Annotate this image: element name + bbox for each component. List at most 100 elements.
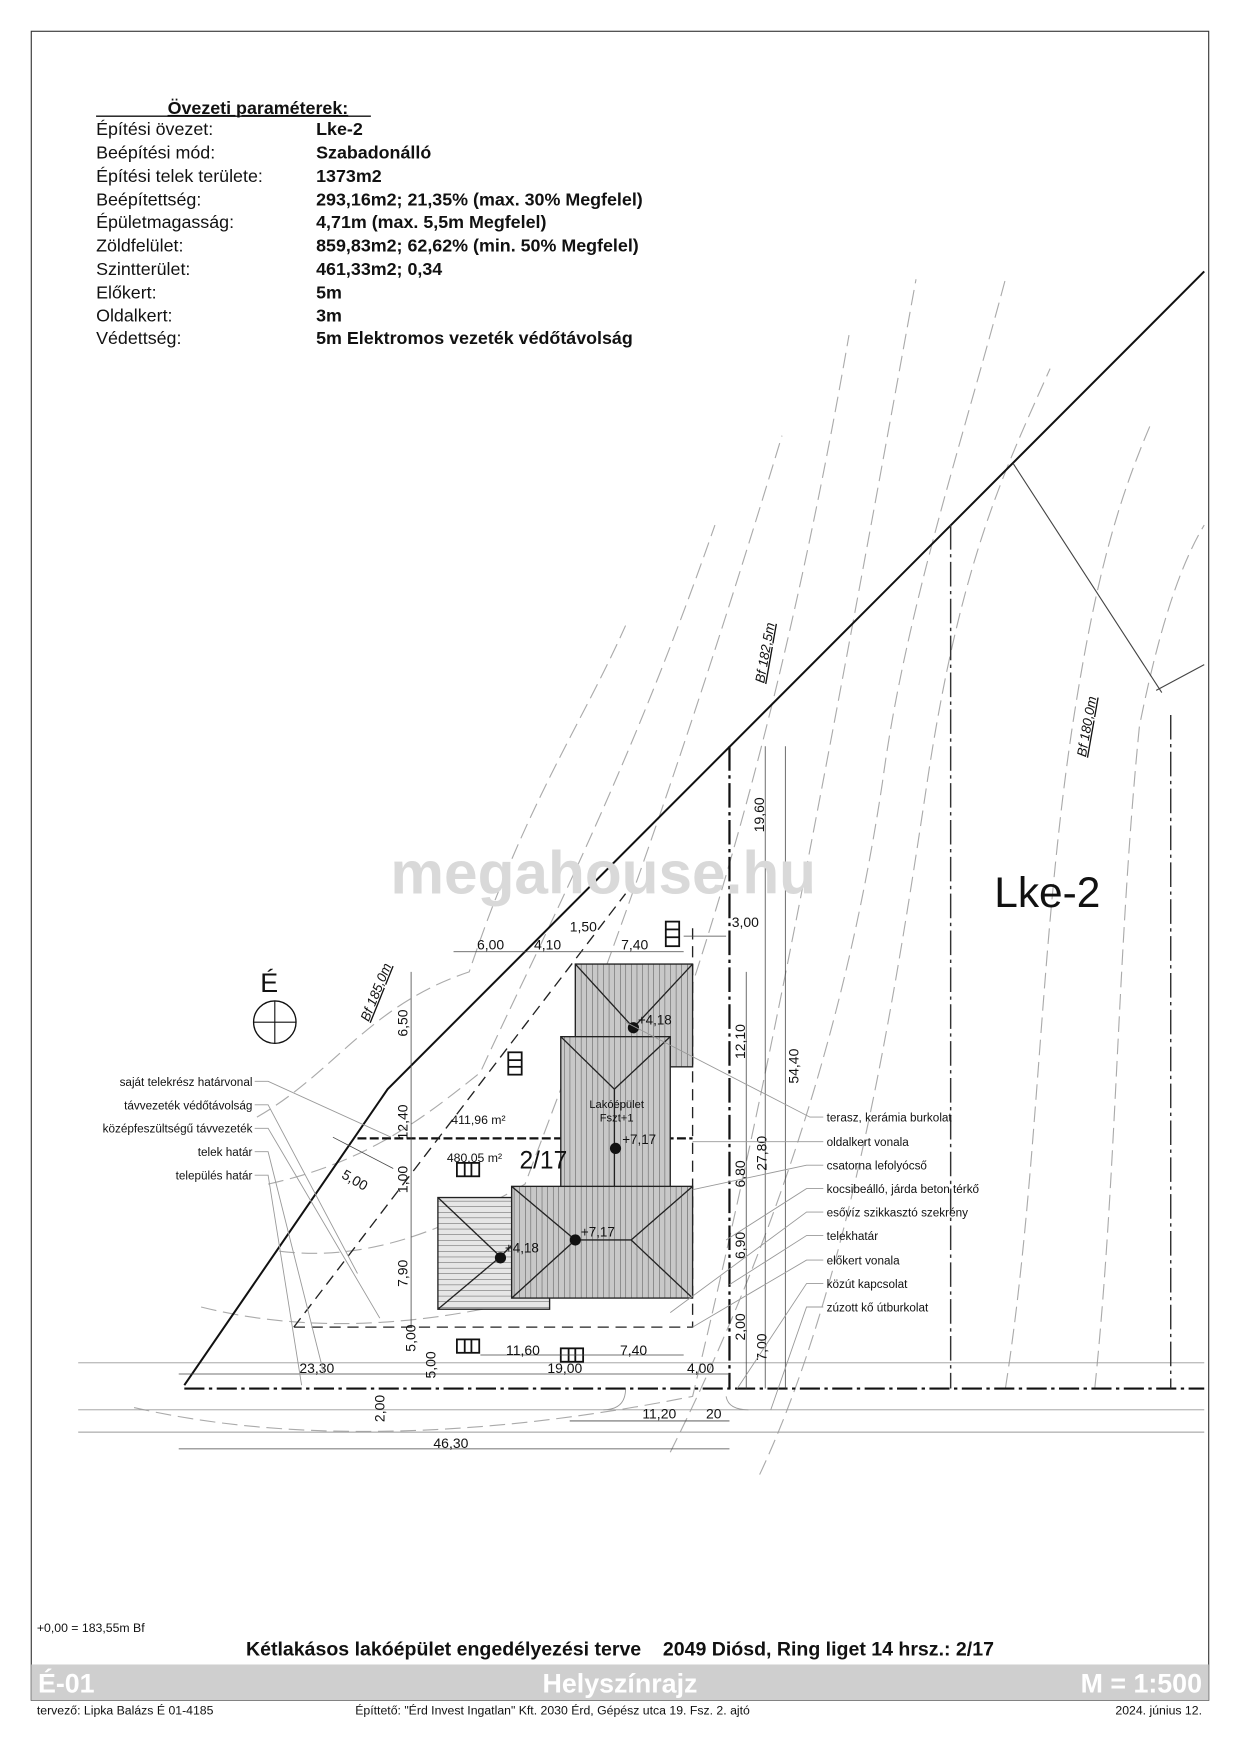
dim-text: 27,80 <box>753 1136 769 1171</box>
dim-text: 7,40 <box>621 937 648 953</box>
height-label: +7,17 <box>622 1132 656 1147</box>
area-upper: 411,96 m² <box>451 1113 505 1127</box>
elevation-label: Bf 185,0m <box>358 961 395 1023</box>
height-label: +7,17 <box>581 1225 615 1240</box>
param-value: Szabadonálló <box>316 143 431 163</box>
param-label: Beépítettség: <box>96 190 201 210</box>
param-label: Előkert: <box>96 282 157 302</box>
legend-item: távvezeték védőtávolság <box>124 1099 252 1112</box>
dim-text: 3,00 <box>732 914 759 930</box>
legend-item: kocsibeálló, járda beton térkő <box>827 1183 980 1196</box>
param-label: Szintterület: <box>96 259 190 279</box>
dim-text: 1,50 <box>570 919 597 935</box>
north-label: É <box>260 968 278 998</box>
legend-item: zúzott kő útburkolat <box>827 1301 929 1314</box>
param-label: Épületmagasság: <box>96 212 234 232</box>
date: 2024. június 12. <box>1115 1704 1202 1718</box>
building-floors: Fszt+1 <box>600 1113 634 1125</box>
dim-text: 19,60 <box>751 797 767 832</box>
title-band <box>31 1664 1209 1701</box>
building-roofs <box>437 963 694 1310</box>
legend-item: közút kapcsolat <box>827 1278 909 1291</box>
dim-text: 19,00 <box>547 1360 582 1376</box>
legend-item: település határ <box>176 1170 253 1183</box>
road <box>78 1362 1205 1433</box>
height-label: +4,18 <box>638 1012 672 1027</box>
param-label: Oldalkert: <box>96 306 172 326</box>
zone-label: Lke-2 <box>994 869 1100 916</box>
dim-text: 46,30 <box>433 1435 468 1451</box>
param-value: 461,33m2; 0,34 <box>316 259 442 279</box>
plot-boundary-north <box>183 270 1205 1386</box>
datum-note: +0,00 = 183,55m Bf <box>37 1621 145 1635</box>
dim-text: 23,30 <box>299 1360 334 1376</box>
param-value: 4,71m (max. 5,5m Megfelel) <box>316 212 546 232</box>
dim-text: 2,00 <box>732 1313 748 1340</box>
dim-text: 6,50 <box>395 1009 411 1036</box>
client: Építtető: "Érd Invest Ingatlan" Kft. 203… <box>355 1703 750 1718</box>
legend-item: saját telekrész határvonal <box>120 1076 253 1089</box>
dimension-lines <box>178 746 786 1450</box>
dim-text: 11,60 <box>506 1342 540 1358</box>
dim-text: 5,00 <box>403 1324 419 1351</box>
param-value: 5m <box>316 282 342 302</box>
north-arrow: É <box>252 968 297 1045</box>
legend-item: csatorna lefolyócső <box>827 1160 928 1173</box>
dim-text: 4,10 <box>534 937 561 953</box>
param-value: Lke-2 <box>316 119 363 139</box>
dim-text: 12,40 <box>395 1104 411 1139</box>
param-value: 293,16m2; 21,35% (max. 30% Megfelel) <box>316 190 643 210</box>
legend-item: esővíz szikkasztó szekrény <box>827 1207 968 1220</box>
param-value: 5m Elektromos vezeték védőtávolság <box>316 328 633 348</box>
dim-text: 12,10 <box>732 1024 748 1059</box>
param-label: Zöldfelület: <box>96 235 183 255</box>
dim-text: 4,00 <box>687 1360 714 1376</box>
plot-annotations: 411,96 m² 480,05 m² 2/17 Lakóépület Fszt… <box>447 1012 672 1255</box>
legend-item: telekhatár <box>827 1230 879 1243</box>
param-label: Építési övezet: <box>96 119 213 139</box>
param-value: 1373m2 <box>316 166 382 186</box>
zoning-parameters-table: Övezeti paraméterek: Építési övezet: Beé… <box>96 98 643 348</box>
legend-item: középfeszültségű távvezeték <box>103 1123 253 1136</box>
rainwater-tank-icons <box>456 920 681 1363</box>
legend-right: terasz, kerámia burkolat oldalkert vonal… <box>625 1021 980 1410</box>
dim-text: 1,00 <box>395 1166 411 1193</box>
dim-text: 5,00 <box>339 1166 371 1194</box>
dim-text: 54,40 <box>786 1048 802 1083</box>
dim-text: 11,20 <box>642 1406 676 1422</box>
plot-number: 2/17 <box>519 1147 567 1174</box>
param-label: Építési telek területe: <box>96 166 263 186</box>
param-value: 3m <box>316 306 342 326</box>
dim-text: 20 <box>706 1406 722 1422</box>
plot-boundaries <box>183 270 1205 1390</box>
elevation-label: Bf 182,5m <box>752 621 777 684</box>
sheet-name: Helyszínrajz <box>543 1668 698 1698</box>
title-block: +0,00 = 183,55m Bf Kétlakásos lakóépület… <box>31 1621 1209 1718</box>
building-name: Lakóépület <box>589 1099 644 1111</box>
dim-text: 7,40 <box>620 1342 647 1358</box>
param-value: 859,83m2; 62,62% (min. 50% Megfelel) <box>316 235 639 255</box>
dim-text: 7,00 <box>753 1333 769 1360</box>
sheet-scale: M = 1:500 <box>1081 1668 1202 1698</box>
legend-item: előkert vonala <box>827 1255 900 1268</box>
legend-item: oldalkert vonala <box>827 1136 910 1149</box>
dim-text: 6,80 <box>732 1160 748 1187</box>
param-label: Beépítési mód: <box>96 143 215 163</box>
height-label: +4,18 <box>505 1240 539 1255</box>
dim-text: 7,90 <box>395 1260 411 1287</box>
project-title: Kétlakásos lakóépület engedélyezési terv… <box>246 1639 994 1661</box>
legend-item: terasz, kerámia burkolat <box>827 1112 953 1125</box>
designer: tervező: Lipka Balázs É 01-4185 <box>37 1703 214 1718</box>
param-label: Védettség: <box>96 328 181 348</box>
dim-text: 6,90 <box>732 1232 748 1259</box>
elevation-label: Bf 180,0m <box>1074 695 1099 758</box>
sheet-number: É-01 <box>38 1667 95 1698</box>
area-lower: 480,05 m² <box>447 1151 502 1165</box>
dim-text: 5,00 <box>423 1351 439 1378</box>
dim-text: 6,00 <box>477 937 504 953</box>
dim-text: 2,00 <box>371 1395 387 1422</box>
legend-item: telek határ <box>198 1146 253 1159</box>
params-header: Övezeti paraméterek: <box>168 98 349 118</box>
watermark: megahouse.hu <box>390 839 816 907</box>
